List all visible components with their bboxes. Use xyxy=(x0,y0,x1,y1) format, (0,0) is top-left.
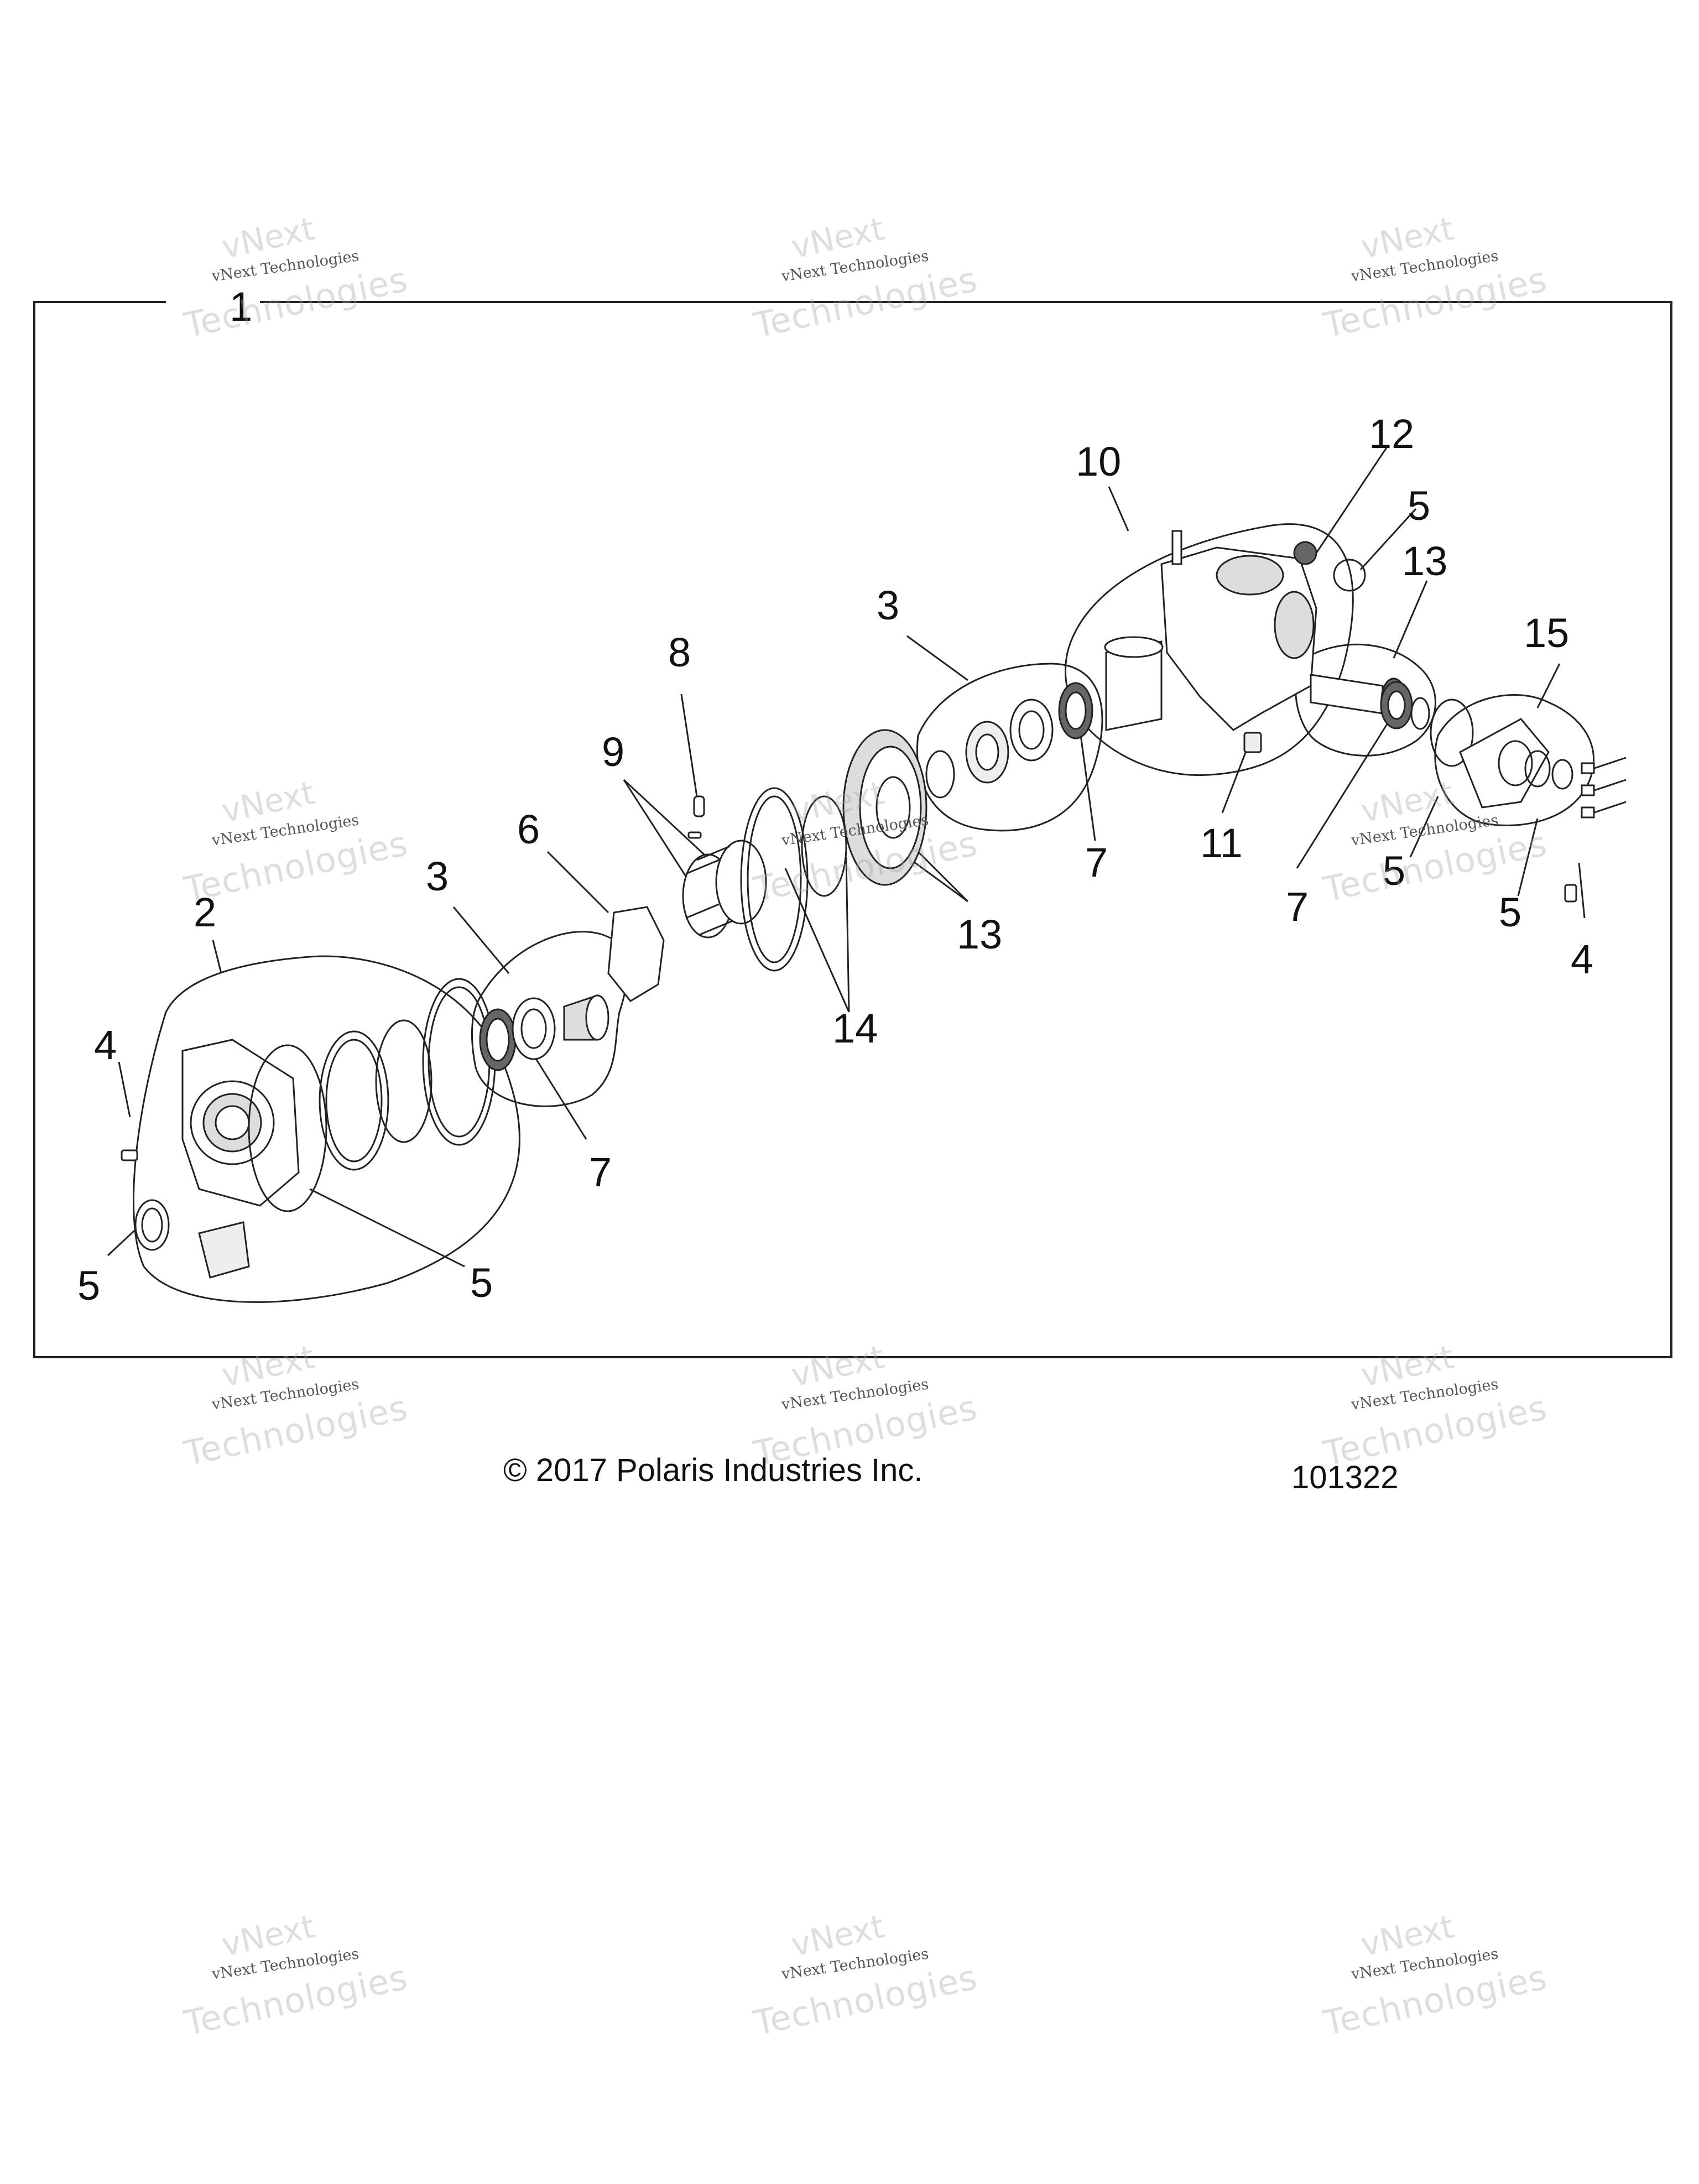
bearing-cup-right-1 xyxy=(925,750,955,799)
watermark: vNext Technologies vNext Technologies xyxy=(1320,1907,1551,2044)
copyright-text: © 2017 Polaris Industries Inc. xyxy=(503,1452,923,1488)
main-housing xyxy=(1160,530,1317,731)
seal-top-right xyxy=(1333,559,1366,592)
callout-6: 6 xyxy=(517,806,540,852)
watermark: vNext Technologies vNext Technologies xyxy=(180,210,411,346)
watermark: vNext Technologies vNext Technologies xyxy=(180,1907,411,2044)
watermark: vNext Technologies vNext Technologies xyxy=(1320,1338,1551,1474)
drain-plug xyxy=(1243,732,1262,753)
bolt-right-1 xyxy=(1564,884,1577,903)
seal-right-2 xyxy=(1551,759,1573,790)
group-outlines xyxy=(132,523,1595,1303)
seal-right-1 xyxy=(1524,750,1551,788)
bolts-right xyxy=(1581,757,1627,819)
retainer-ring-1 xyxy=(319,1030,389,1171)
callout-7-right: 7 xyxy=(1286,884,1309,930)
callout-5-right-b: 5 xyxy=(1499,889,1521,935)
callout-5-lower-left: 5 xyxy=(77,1263,100,1309)
o-ring-right xyxy=(1430,699,1474,767)
callout-1: 1 xyxy=(230,284,252,330)
callout-3-left: 3 xyxy=(426,853,449,899)
retainer-ring-2 xyxy=(375,1019,432,1143)
pin xyxy=(693,795,705,817)
group-outline-3b xyxy=(916,663,1103,832)
group-outline-3a xyxy=(471,931,628,1107)
callout-14: 14 xyxy=(832,1005,878,1051)
group-outline-13 xyxy=(1295,643,1436,757)
leader-lines xyxy=(107,445,1586,1268)
drawing-number: 101322 xyxy=(1291,1460,1399,1495)
watermark: vNext Technologies vNext Technologies xyxy=(750,774,981,910)
callout-7-left: 7 xyxy=(589,1149,612,1195)
callout-5-top-right: 5 xyxy=(1408,483,1430,529)
callout-13-right: 13 xyxy=(1402,538,1447,584)
callout-10: 10 xyxy=(1076,439,1121,484)
front-housing xyxy=(181,1039,300,1279)
watermark: vNext Technologies vNext Technologies xyxy=(750,1907,981,2044)
callout-11: 11 xyxy=(1200,820,1243,866)
callout-4-right: 4 xyxy=(1571,936,1593,982)
parts xyxy=(121,530,1627,1279)
callout-12: 12 xyxy=(1369,411,1414,457)
callout-5-lower-mid: 5 xyxy=(470,1260,493,1306)
callout-8: 8 xyxy=(668,629,691,675)
bolt-left xyxy=(121,1149,138,1161)
watermark: vNext Technologies vNext Technologies xyxy=(180,774,411,910)
callout-5-right-a: 5 xyxy=(1383,848,1405,894)
callout-9: 9 xyxy=(602,729,624,775)
watermark: vNext Technologies vNext Technologies xyxy=(1320,210,1551,346)
callout-13-mid: 13 xyxy=(957,911,1002,957)
callout-4-left: 4 xyxy=(94,1022,117,1068)
callout-7-mid: 7 xyxy=(1085,840,1108,885)
watermark: vNext Technologies vNext Technologies xyxy=(750,210,981,346)
diagram-frame xyxy=(33,301,1672,1358)
callout-labels: 1 2 3 3 4 4 5 5 5 5 5 6 7 7 7 8 9 10 11 … xyxy=(77,284,1593,1309)
fill-plug xyxy=(1293,541,1317,565)
group-outline-2 xyxy=(132,955,520,1303)
gasket xyxy=(607,906,665,1002)
watermark: vNext Technologies vNext Technologies xyxy=(180,1338,411,1474)
pinion-shaft xyxy=(1310,674,1384,715)
callout-2: 2 xyxy=(194,889,216,935)
snap-ring xyxy=(801,795,847,897)
watermark: vNext Technologies vNext Technologies xyxy=(1320,774,1551,910)
o-ring-large xyxy=(248,1044,327,1212)
callout-15: 15 xyxy=(1524,610,1569,656)
watermark: vNext Technologies vNext Technologies xyxy=(750,1338,981,1474)
callout-3-right: 3 xyxy=(877,582,899,628)
